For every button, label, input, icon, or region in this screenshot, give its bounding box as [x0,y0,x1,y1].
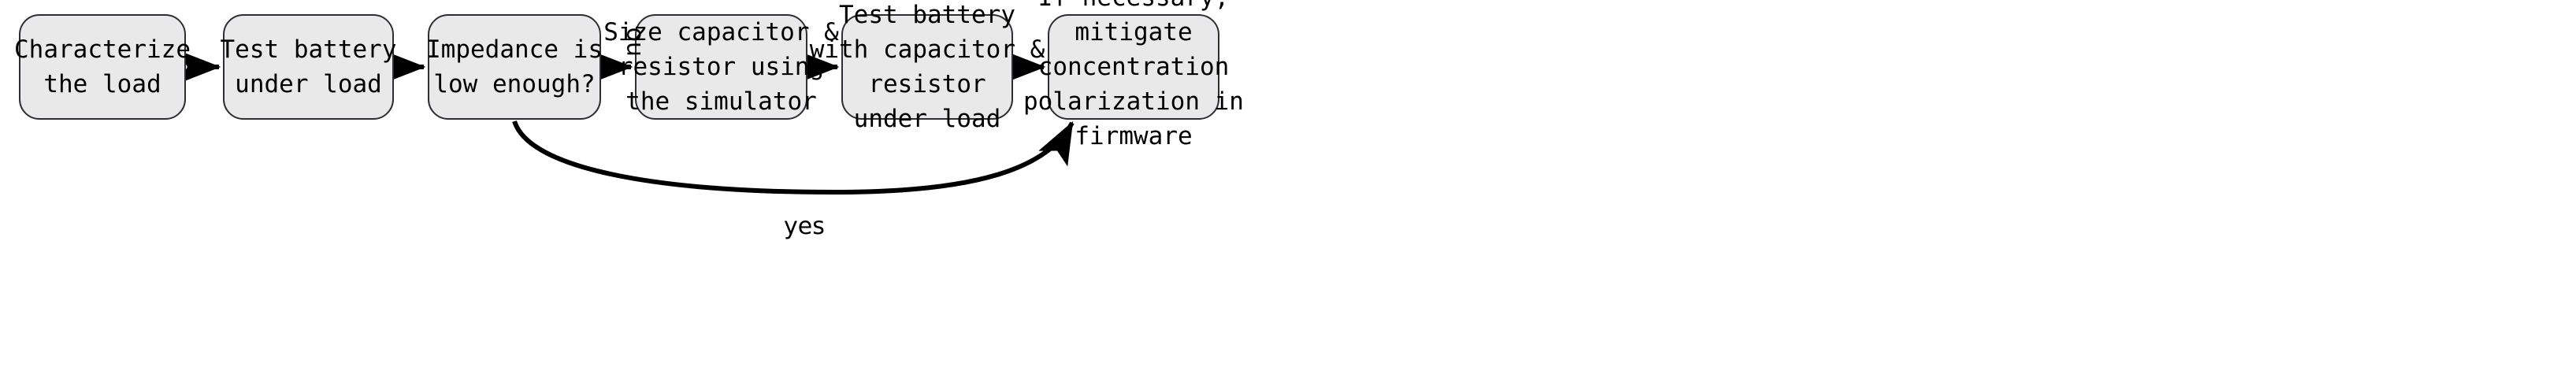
node-impedance-is-low-enough[interactable]: Impedance is low enough? [426,14,603,120]
node-test-battery-under-load[interactable]: Test battery under load [221,14,396,120]
edge-label-no: no [619,27,647,57]
node-test-battery-with-capacitor-resistor[interactable]: Test battery with capacitor & resistor u… [809,0,1045,134]
node-characterize-the-load[interactable]: Characterize the load [14,14,191,120]
node-size-capacitor-and-resistor[interactable]: Size capacitor & resistor using the simu… [603,14,839,120]
edge-label-yes: yes [784,213,825,240]
node-mitigate-concentration-polarization[interactable]: If necessary, mitigate concentration pol… [1023,0,1244,150]
